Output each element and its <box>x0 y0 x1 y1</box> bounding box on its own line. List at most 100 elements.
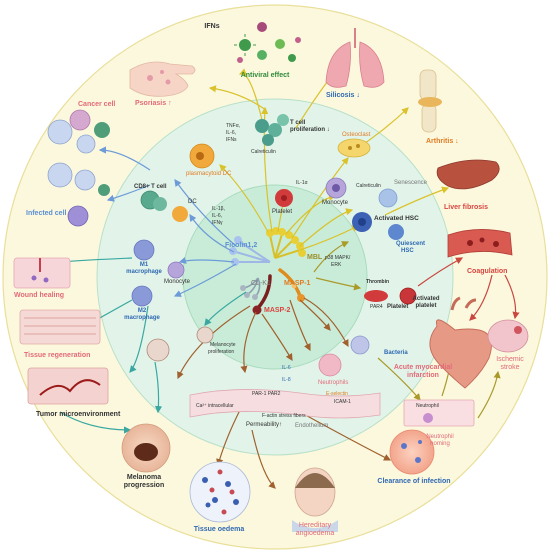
neutrophil-homing-label-1: Neutrophil <box>426 434 454 440</box>
tumor-microenvironment-icon <box>27 367 109 405</box>
m1-label-2: macrophage <box>126 269 162 275</box>
monocyte-label-1: Monocyte <box>322 200 349 206</box>
cd8-t-cell-icon <box>140 190 167 211</box>
permeability-label: Permeability↑ <box>246 422 283 428</box>
platelet-label-2: Platelet <box>387 304 409 310</box>
m2-label-1: M2 <box>137 308 147 314</box>
cancer-cell-label: Cancer cell <box>78 101 116 108</box>
calreticulin-label-2: Calreticulin <box>356 183 381 189</box>
p38-label: p38 MAPK/ <box>325 255 351 261</box>
ca-label: Ca²⁺ intracellular <box>196 403 234 409</box>
hand-psoriasis-icon <box>129 61 196 97</box>
core-ring <box>182 184 368 370</box>
m1-macrophage-icon <box>133 239 155 261</box>
virus-icon <box>234 22 301 63</box>
platelet-label-1: Platelet <box>272 209 293 215</box>
ami-label-2: infarction <box>407 372 439 379</box>
senescence-label: Senescence <box>394 180 428 186</box>
neutrophil-box-label: Neutrophil <box>416 403 439 409</box>
clk1-label: CL-K1 <box>251 280 271 287</box>
tissue-oedema-icon <box>189 461 251 523</box>
masp2-protein <box>252 274 272 315</box>
tissue-regeneration-icon <box>19 309 101 345</box>
thrombin-platelet-icon <box>364 287 417 305</box>
ficolin-label: Ficolin1,2 <box>225 242 258 249</box>
platelet-icon <box>275 189 293 207</box>
tcell-prolif-label-2: proliferation ↓ <box>290 127 330 133</box>
stress-fibers-label: F-actin stress fibers <box>262 413 306 419</box>
m1-label-1: M1 <box>139 262 149 268</box>
osteoclast-label: Osteoclast <box>342 132 371 138</box>
monocyte-label-2: Monocyte <box>164 279 191 285</box>
il6-label: IL-6, <box>226 130 237 136</box>
melanocyte-label-2: proliferation <box>208 349 235 355</box>
wound-healing-icon <box>13 257 71 289</box>
monocyte-2-icon <box>167 261 185 279</box>
hae-label-2: angioedema <box>295 530 335 537</box>
brain-icon <box>487 319 529 353</box>
quiescent-hsc-label-2: HSC <box>401 248 414 254</box>
il8-label: IL-8 <box>282 377 291 383</box>
silicosis-label: Silicosis ↓ <box>326 92 360 99</box>
monocyte-icon <box>325 177 347 199</box>
pdc-cell-icon <box>189 143 215 169</box>
lungs-icon <box>325 28 385 88</box>
activated-platelet-label-1: Activated <box>412 296 440 302</box>
tumor-microenvironment-label: Tumor microenvironment <box>36 411 121 418</box>
knee-joint-icon <box>418 69 442 133</box>
liver-fibrosis-label: Liver fibrosis <box>444 204 488 211</box>
clearance-label: Clearance of infection <box>377 478 451 485</box>
il1b-label: IL-1β, <box>212 206 225 212</box>
heart-icon <box>429 296 492 389</box>
activated-platelet-label-2: platelet <box>415 303 437 309</box>
neutrophil-homing-icon <box>403 399 475 427</box>
cd8-label: CD8+ T cell <box>134 184 167 190</box>
hae-label-1: Hereditary <box>298 522 332 529</box>
masp1-protein <box>278 268 305 302</box>
face-icon <box>292 467 338 532</box>
eselectin-label: E-selectin <box>326 391 348 397</box>
tnfa-label: TNFα, <box>226 123 240 129</box>
melanoma-label-1: Melanoma <box>126 474 162 481</box>
il6b-label: IL-6, <box>212 213 223 219</box>
neutrophil-icon <box>318 335 370 377</box>
masp1-label: MASP-1 <box>284 280 311 287</box>
il1a-label: IL-1α <box>296 180 308 186</box>
ifns-label: IFNs <box>204 23 220 30</box>
melanocyte-label-1: Melanocyte <box>210 342 236 348</box>
tissue-oedema-label: Tissue oedema <box>193 526 245 533</box>
m2-macrophage-icon <box>131 285 153 307</box>
melanocyte-icon <box>146 326 214 362</box>
ifny-label: IFNγ <box>212 220 223 226</box>
par-label: PAR-1 PAR2 <box>252 391 281 397</box>
masp2-label: MASP-2 <box>264 307 291 314</box>
liver-icon <box>436 159 500 190</box>
quiescent-hsc-icon <box>388 224 404 240</box>
stroke-label-2: stroke <box>500 364 520 371</box>
clk1-protein <box>240 277 261 300</box>
antiviral-label: Antiviral effect <box>240 72 290 79</box>
infected-cell-icon <box>47 162 110 227</box>
arthritis-label: Arthritis ↓ <box>426 138 459 145</box>
activated-hsc-icon <box>352 212 372 232</box>
thrombin-label: Thrombin <box>366 279 390 285</box>
senescent-cell-icon <box>378 188 398 208</box>
bacteria-label: Bacteria <box>384 350 408 356</box>
t-cell-cluster-icon <box>255 114 289 146</box>
erk-label: ERK <box>331 262 342 268</box>
endothelium-label: Endothelium <box>295 423 329 429</box>
melanoma-icon <box>121 423 171 473</box>
calreticulin-label-1: Calreticulin <box>251 149 276 155</box>
ami-label-1: Acute myocardial <box>393 364 453 371</box>
inner-ifns-label: IFNs <box>226 137 237 143</box>
dc-cell-icon <box>172 206 188 222</box>
neutrophil-homing-label-2: homing <box>430 441 450 447</box>
m2-label-2: macrophage <box>124 315 160 321</box>
tissue-regeneration-label: Tissue regeneration <box>24 352 91 359</box>
melanoma-label-2: progression <box>123 482 165 489</box>
blood-vessel-icon <box>447 229 513 258</box>
wound-healing-label: Wound healing <box>14 292 65 299</box>
par4-label: PAR4 <box>370 304 383 310</box>
